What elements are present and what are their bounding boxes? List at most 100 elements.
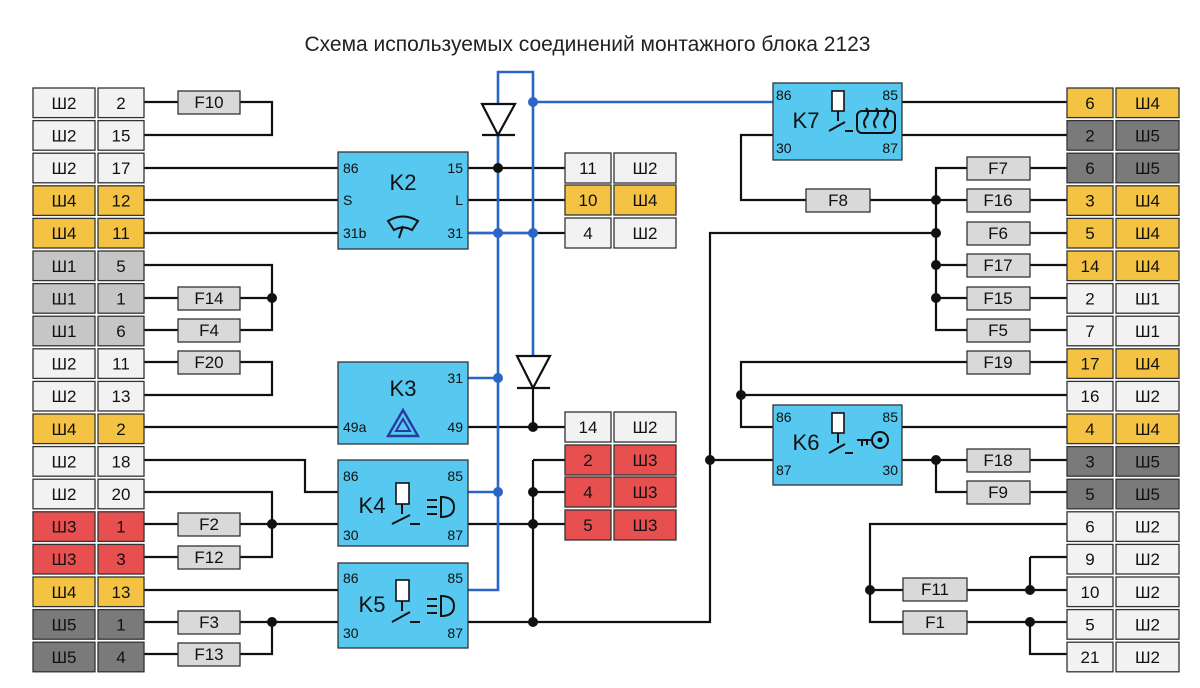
left-connector-cell [97, 217, 145, 249]
middle-connector-pin: 11 [579, 159, 597, 178]
right-connector-block: Ш5 [1135, 159, 1160, 178]
left-connector-pin: 13 [112, 387, 131, 406]
headlight-icon [427, 495, 456, 519]
right-connector-block: Ш1 [1135, 289, 1160, 308]
middle-connector-block: Ш2 [632, 418, 657, 437]
right-connector-cell [1115, 576, 1180, 608]
fuse-F17: F17 [966, 253, 1031, 278]
left-connector-block: Ш2 [51, 94, 76, 113]
svg-text:F5: F5 [988, 321, 1008, 340]
right-connector-cell [1115, 543, 1180, 575]
right-connector-cell [1115, 413, 1180, 445]
right-connector-cell [1066, 608, 1114, 640]
left-connector-cell [32, 348, 96, 380]
middle-connector-cell [564, 217, 612, 249]
right-connector-block: Ш4 [1135, 192, 1160, 211]
left-connector-row: Ш4 13 [32, 576, 145, 608]
right-connector-cell [1066, 119, 1114, 151]
left-connector-pin: 20 [112, 485, 131, 504]
right-connector-cell [1115, 152, 1180, 184]
middle-connector-cell [613, 411, 677, 443]
svg-text:F7: F7 [988, 159, 1008, 178]
left-connector-cell [97, 445, 145, 477]
svg-text:86: 86 [776, 409, 792, 425]
right-connector-block: Ш5 [1135, 485, 1160, 504]
right-connector-pin: 2 [1085, 289, 1094, 308]
middle-connector-cell [613, 184, 677, 216]
middle-connector-block: Ш4 [632, 191, 657, 210]
left-connector-cell [32, 608, 96, 640]
fuse-F4: F4 [177, 318, 241, 343]
svg-text:30: 30 [882, 462, 898, 478]
left-connector-cell [97, 152, 145, 184]
svg-text:49a: 49a [343, 419, 367, 435]
middle-connector-cell [564, 444, 612, 476]
right-connector-cell [1066, 185, 1114, 217]
fuse-F11: F11 [902, 577, 968, 602]
fuse-F18: F18 [966, 448, 1031, 473]
svg-text:F12: F12 [194, 548, 223, 567]
svg-text:F14: F14 [194, 289, 223, 308]
middle-connector-cell [564, 476, 612, 508]
right-connector-pin: 3 [1085, 452, 1094, 471]
right-connector-block: Ш2 [1135, 615, 1160, 634]
right-connector-pin: 21 [1081, 648, 1100, 667]
svg-text:F6: F6 [988, 224, 1008, 243]
middle-connector-block: Ш3 [632, 483, 657, 502]
wires [144, 100, 1067, 656]
left-connector-cell [97, 282, 145, 314]
left-connector-cell [32, 282, 96, 314]
right-connector-cell [1115, 119, 1180, 151]
right-connector-block: Ш4 [1135, 355, 1160, 374]
svg-text:F20: F20 [194, 353, 223, 372]
left-connector-cell [97, 348, 145, 380]
left-connector-block: Ш2 [51, 355, 76, 374]
right-connector-pin: 6 [1085, 159, 1094, 178]
left-connector-block: Ш3 [51, 550, 76, 569]
left-connector-block: Ш4 [51, 192, 76, 211]
svg-text:S: S [343, 192, 352, 208]
right-connector-pin: 16 [1081, 387, 1100, 406]
left-connector-cell [32, 641, 96, 673]
relay-K7-label: K7 [793, 108, 820, 133]
svg-text:31: 31 [447, 225, 463, 241]
svg-text:F4: F4 [199, 321, 219, 340]
right-connector-cell [1066, 478, 1114, 510]
relay-K2-label: K2 [390, 170, 417, 195]
svg-text:86: 86 [776, 87, 792, 103]
left-connector-block: Ш1 [51, 257, 76, 276]
fuse-F13: F13 [177, 642, 241, 667]
right-connector-cell [1066, 87, 1114, 119]
left-connector-cell [97, 641, 145, 673]
svg-text:49: 49 [447, 419, 463, 435]
left-connector-block: Ш4 [51, 583, 76, 602]
right-connector-cell [1066, 576, 1114, 608]
left-connector-cell [97, 380, 145, 412]
middle-connector-pin: 5 [583, 516, 592, 535]
fuses: F10 F14 F4 F20 F2 F12 F3 F13 F8 F7 F16 F… [177, 90, 1031, 667]
right-connector-pin: 3 [1085, 192, 1094, 211]
fuse-F7: F7 [966, 156, 1031, 181]
left-connector-cell [32, 119, 96, 151]
right-connector-block: Ш1 [1135, 322, 1160, 341]
svg-text:87: 87 [447, 527, 463, 543]
fuse-F2: F2 [177, 512, 241, 537]
middle-connector-row: 11 Ш2 [564, 152, 677, 184]
svg-text:F19: F19 [983, 353, 1012, 372]
middle-connector-block: Ш3 [632, 516, 657, 535]
middle-connector-cell [613, 509, 677, 541]
right-connector-pin: 4 [1085, 420, 1094, 439]
left-connector-pin: 13 [112, 583, 131, 602]
fuse-F16: F16 [966, 188, 1031, 213]
right-connector-pin: 5 [1085, 224, 1094, 243]
middle-connector-block: Ш2 [632, 159, 657, 178]
